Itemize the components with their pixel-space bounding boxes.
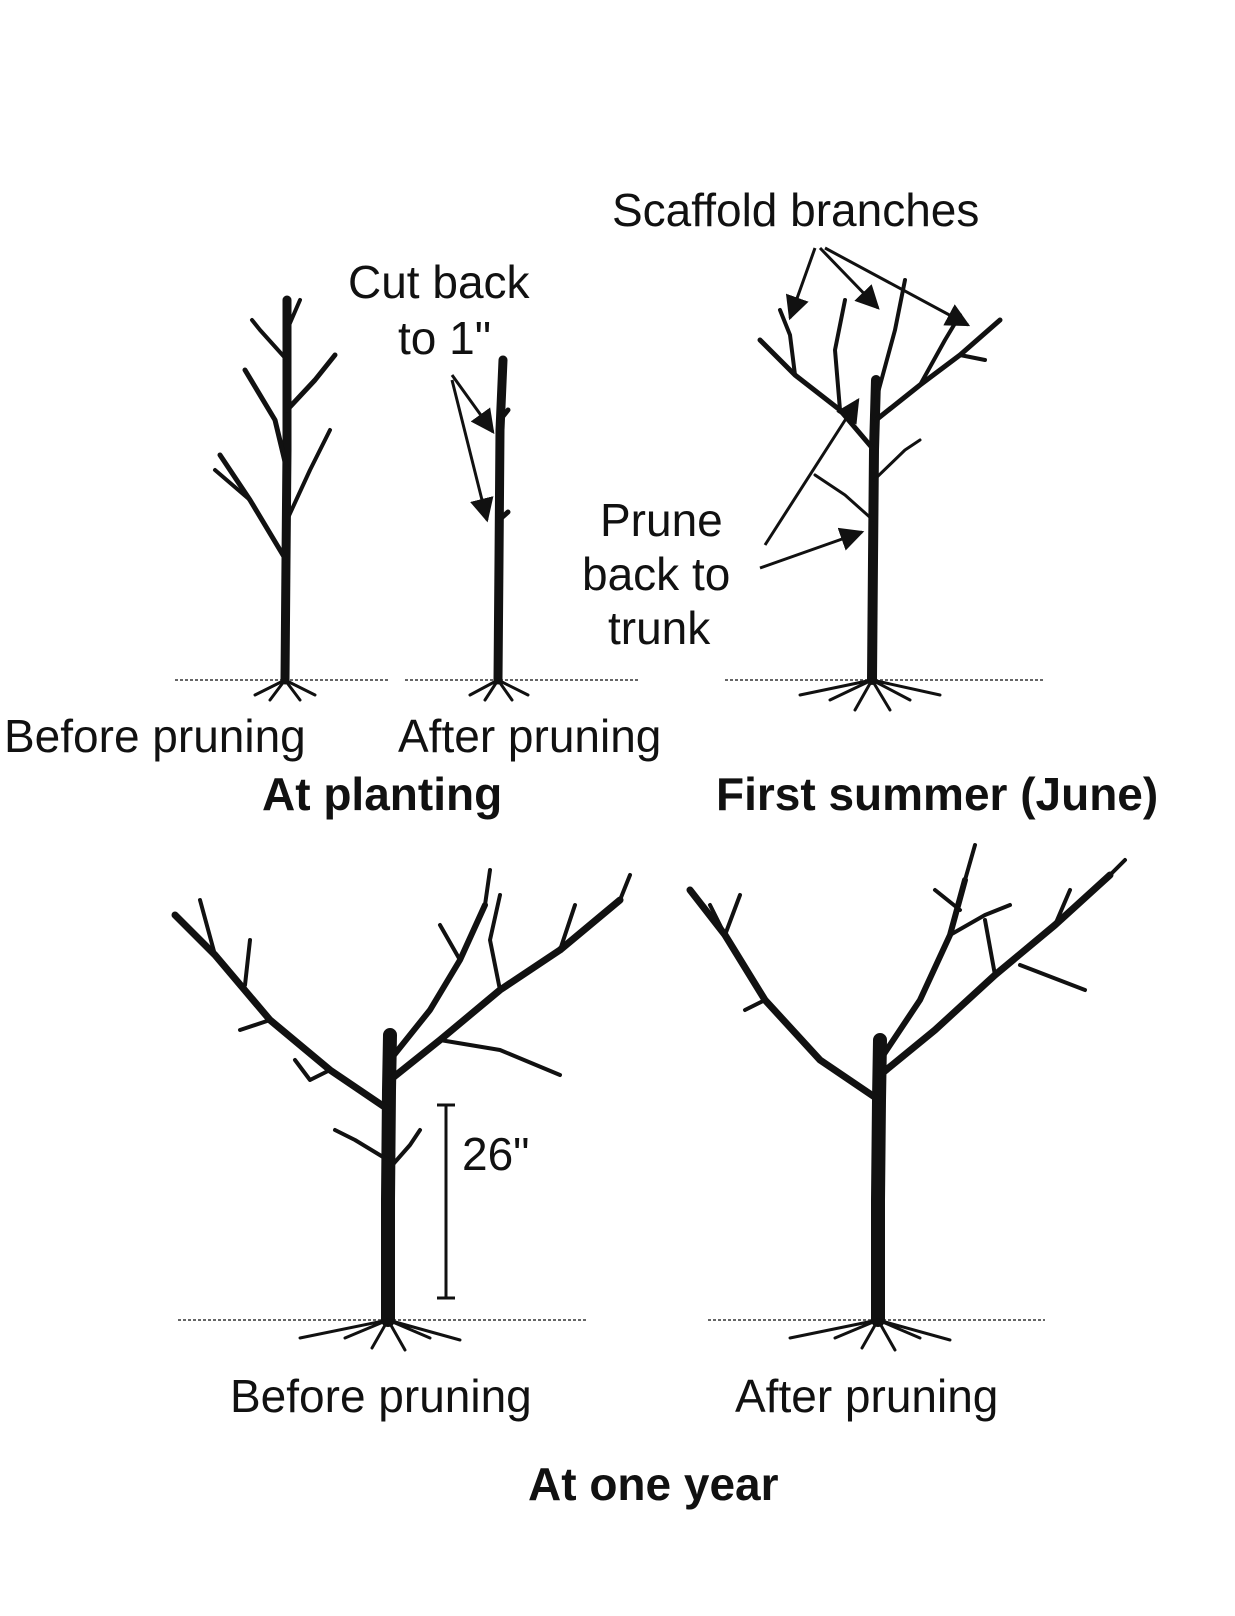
label-before-pruning-bottom: Before pruning: [230, 1370, 532, 1422]
label-cut-back-line1: Cut back: [348, 256, 531, 308]
height-marker: [437, 1103, 455, 1300]
label-prune-line2: back to: [582, 548, 730, 600]
label-after-pruning-bottom: After pruning: [735, 1370, 998, 1422]
label-at-planting: At planting: [262, 768, 502, 820]
scaffold-arrows: [785, 246, 971, 327]
tree-after-pruning-planting: [405, 355, 640, 702]
tree-after-pruning-one-year: [686, 843, 1127, 1352]
tree-before-pruning-planting: [175, 295, 390, 702]
label-scaffold-branches: Scaffold branches: [612, 184, 979, 236]
label-prune-line3: trunk: [608, 602, 711, 654]
label-cut-back-line2: to 1": [398, 312, 491, 364]
cut-back-arrows: [450, 374, 495, 523]
label-height-26: 26": [462, 1128, 530, 1180]
label-at-one-year: At one year: [528, 1458, 779, 1510]
label-prune-line1: Prune: [600, 494, 723, 546]
label-before-pruning-top: Before pruning: [4, 710, 306, 762]
label-after-pruning-top: After pruning: [398, 710, 661, 762]
tree-before-pruning-one-year: [171, 868, 632, 1352]
label-first-summer: First summer (June): [716, 768, 1158, 820]
prune-arrows: [759, 397, 865, 570]
tree-first-summer: [725, 278, 1045, 712]
